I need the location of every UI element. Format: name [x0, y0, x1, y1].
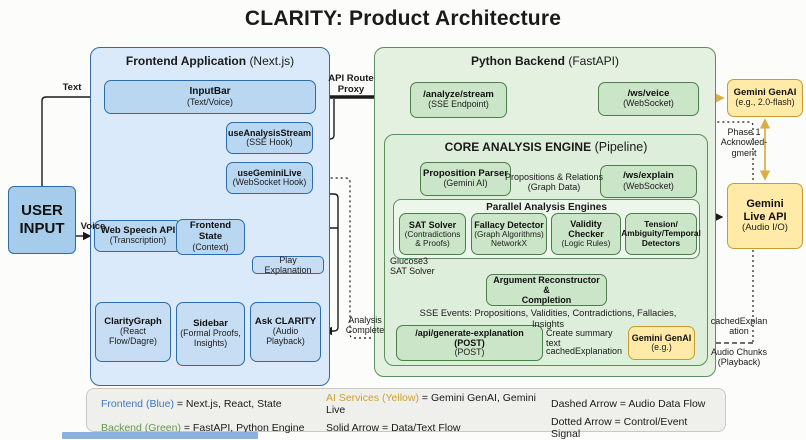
label-api-route-proxy: API Route Proxy: [328, 73, 374, 95]
page-title: CLARITY: Product Architecture: [244, 7, 562, 30]
ws-voice-box: /ws/veice (WebSocket): [598, 82, 699, 116]
label-analysis-complete: Analysis Complete: [345, 315, 385, 336]
play-explanation-box: Play Explanation: [252, 255, 324, 275]
legend-ai-services: AI Services (Yellow) = Gemini GenAI, Gem…: [326, 392, 536, 416]
legend-dashed-arrow: Dashed Arrow = Audio Data Flow: [551, 398, 706, 410]
label-cached-explanation: cachedExplanation: [546, 346, 623, 356]
parallel-engines-header: Parallel Analysis Engines: [394, 202, 699, 213]
gemini-genai-small-box: Gemini GenAI (e.g.): [628, 326, 695, 360]
frontend-header: Frontend Application (Next.js): [91, 54, 329, 68]
legend-frontend: Frontend (Blue) = Next.js, React, State: [101, 398, 282, 410]
fallacy-detector-box: Fallacy Detector (Graph Algorithms) Netw…: [471, 213, 547, 255]
backend-header: Python Backend (FastAPI): [375, 54, 715, 68]
bottom-artifact-bar: [62, 432, 258, 439]
label-propositions-relations: Propositions & Relations (Graph Data): [504, 172, 604, 193]
legend: Frontend (Blue) = Next.js, React, State …: [86, 388, 726, 440]
label-glucose3: Glucose3 SAT Solver: [390, 256, 435, 277]
ws-explain-box: /ws/explain (WebSocket): [600, 165, 697, 198]
gemini-live-api-box: Gemini Live API (Audio I/O): [727, 183, 803, 249]
gemini-genai-flash-box: Gemini GenAI (e.g., 2.0-flash): [727, 79, 803, 117]
proposition-parser-box: Proposition Parser (Gemini AI): [420, 162, 511, 196]
analyze-stream-box: /analyze/stream (SSE Endpoint): [410, 82, 507, 118]
validity-checker-box: Validity Checker (Logic Rules): [551, 213, 621, 255]
webspeech-box: Web Speech API (Transcription): [94, 220, 182, 252]
legend-dotted-arrow: Dotted Arrow = Control/Event Signal: [551, 416, 688, 440]
frontend-name: Frontend Application: [125, 54, 247, 68]
label-voice: Voice: [80, 221, 106, 232]
sidebar-box: Sidebar (Formal Proofs, Insights): [176, 302, 245, 366]
core-tech: (Pipeline): [594, 140, 648, 154]
sat-solver-box: SAT Solver (Contradictions & Proofs): [399, 213, 466, 255]
user-input-box: USER INPUT: [8, 186, 76, 254]
argument-reconstructor-box: Argument Reconstructor & Completion: [486, 274, 607, 306]
core-engine-header: CORE ANALYSIS ENGINE (Pipeline): [385, 140, 707, 154]
inputbar-box: InputBar (Text/Voice): [104, 80, 316, 114]
frontend-tech: (Next.js): [249, 54, 295, 68]
usegeminilive-box: useGeminiLive (WebSocket Hook): [226, 162, 313, 194]
claritygraph-box: ClarityGraph (React Flow/Dagre): [95, 302, 171, 362]
backend-name: Python Backend: [470, 54, 565, 68]
parallel-name: Parallel Analysis Engines: [486, 202, 607, 213]
label-sse-events: SSE Events: Propositions, Validities, Co…: [419, 308, 677, 329]
backend-tech: (FastAPI): [568, 54, 620, 68]
ask-clarity-box: Ask CLARITY (Audio Playback): [250, 302, 321, 362]
legend-solid-arrow: Solid Arrow = Data/Text Flow: [326, 422, 461, 434]
user-input-label: USER INPUT: [19, 202, 65, 237]
label-create-summary: Create summary text: [546, 328, 613, 349]
label-audio-chunks: Audio Chunks (Playback): [710, 347, 768, 368]
legend-backend: Backend (Green) = FastAPI, Python Engine: [101, 422, 305, 434]
label-text: Text: [62, 82, 82, 93]
frontend-state-box: Frontend State (Context): [176, 219, 245, 255]
label-cached-explanation-right: cachedExplan ation: [710, 316, 768, 337]
useanalysisstream-box: useAnalysisStream (SSE Hook): [226, 122, 313, 154]
core-name: CORE ANALYSIS ENGINE: [444, 140, 592, 154]
tension-detectors-box: Tension/ Ambiguity/Temporal Detectors: [621, 213, 701, 255]
api-generate-explanation-box: /api/generate-explanation (POST) (POST): [396, 325, 543, 361]
label-phase1-acknowledgment: Phase 1 Acknowled- gment: [720, 127, 768, 158]
